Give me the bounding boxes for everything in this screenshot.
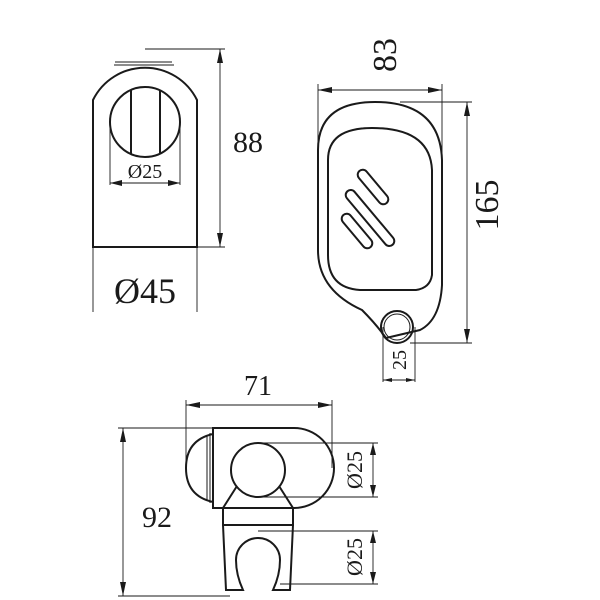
front-outer-diameter-label: Ø45	[114, 271, 176, 311]
front-inner-diameter-label: Ø25	[128, 161, 162, 183]
dish-width-label: 83	[367, 38, 404, 72]
front-height-label: 88	[233, 126, 263, 159]
front-view: Ø25 88 Ø45	[92, 48, 263, 312]
side-upper-diameter-label: Ø25	[342, 451, 367, 489]
dish-height-label: 165	[469, 180, 506, 231]
side-height-label: 92	[142, 501, 172, 534]
side-width-label: 71	[244, 371, 272, 402]
soap-dish-view: 83 165 25	[317, 38, 506, 382]
side-view: 71 92 Ø25 Ø25	[118, 371, 378, 597]
dish-rail-diameter-label: 25	[389, 350, 411, 370]
side-lower-diameter-label: Ø25	[342, 538, 367, 576]
